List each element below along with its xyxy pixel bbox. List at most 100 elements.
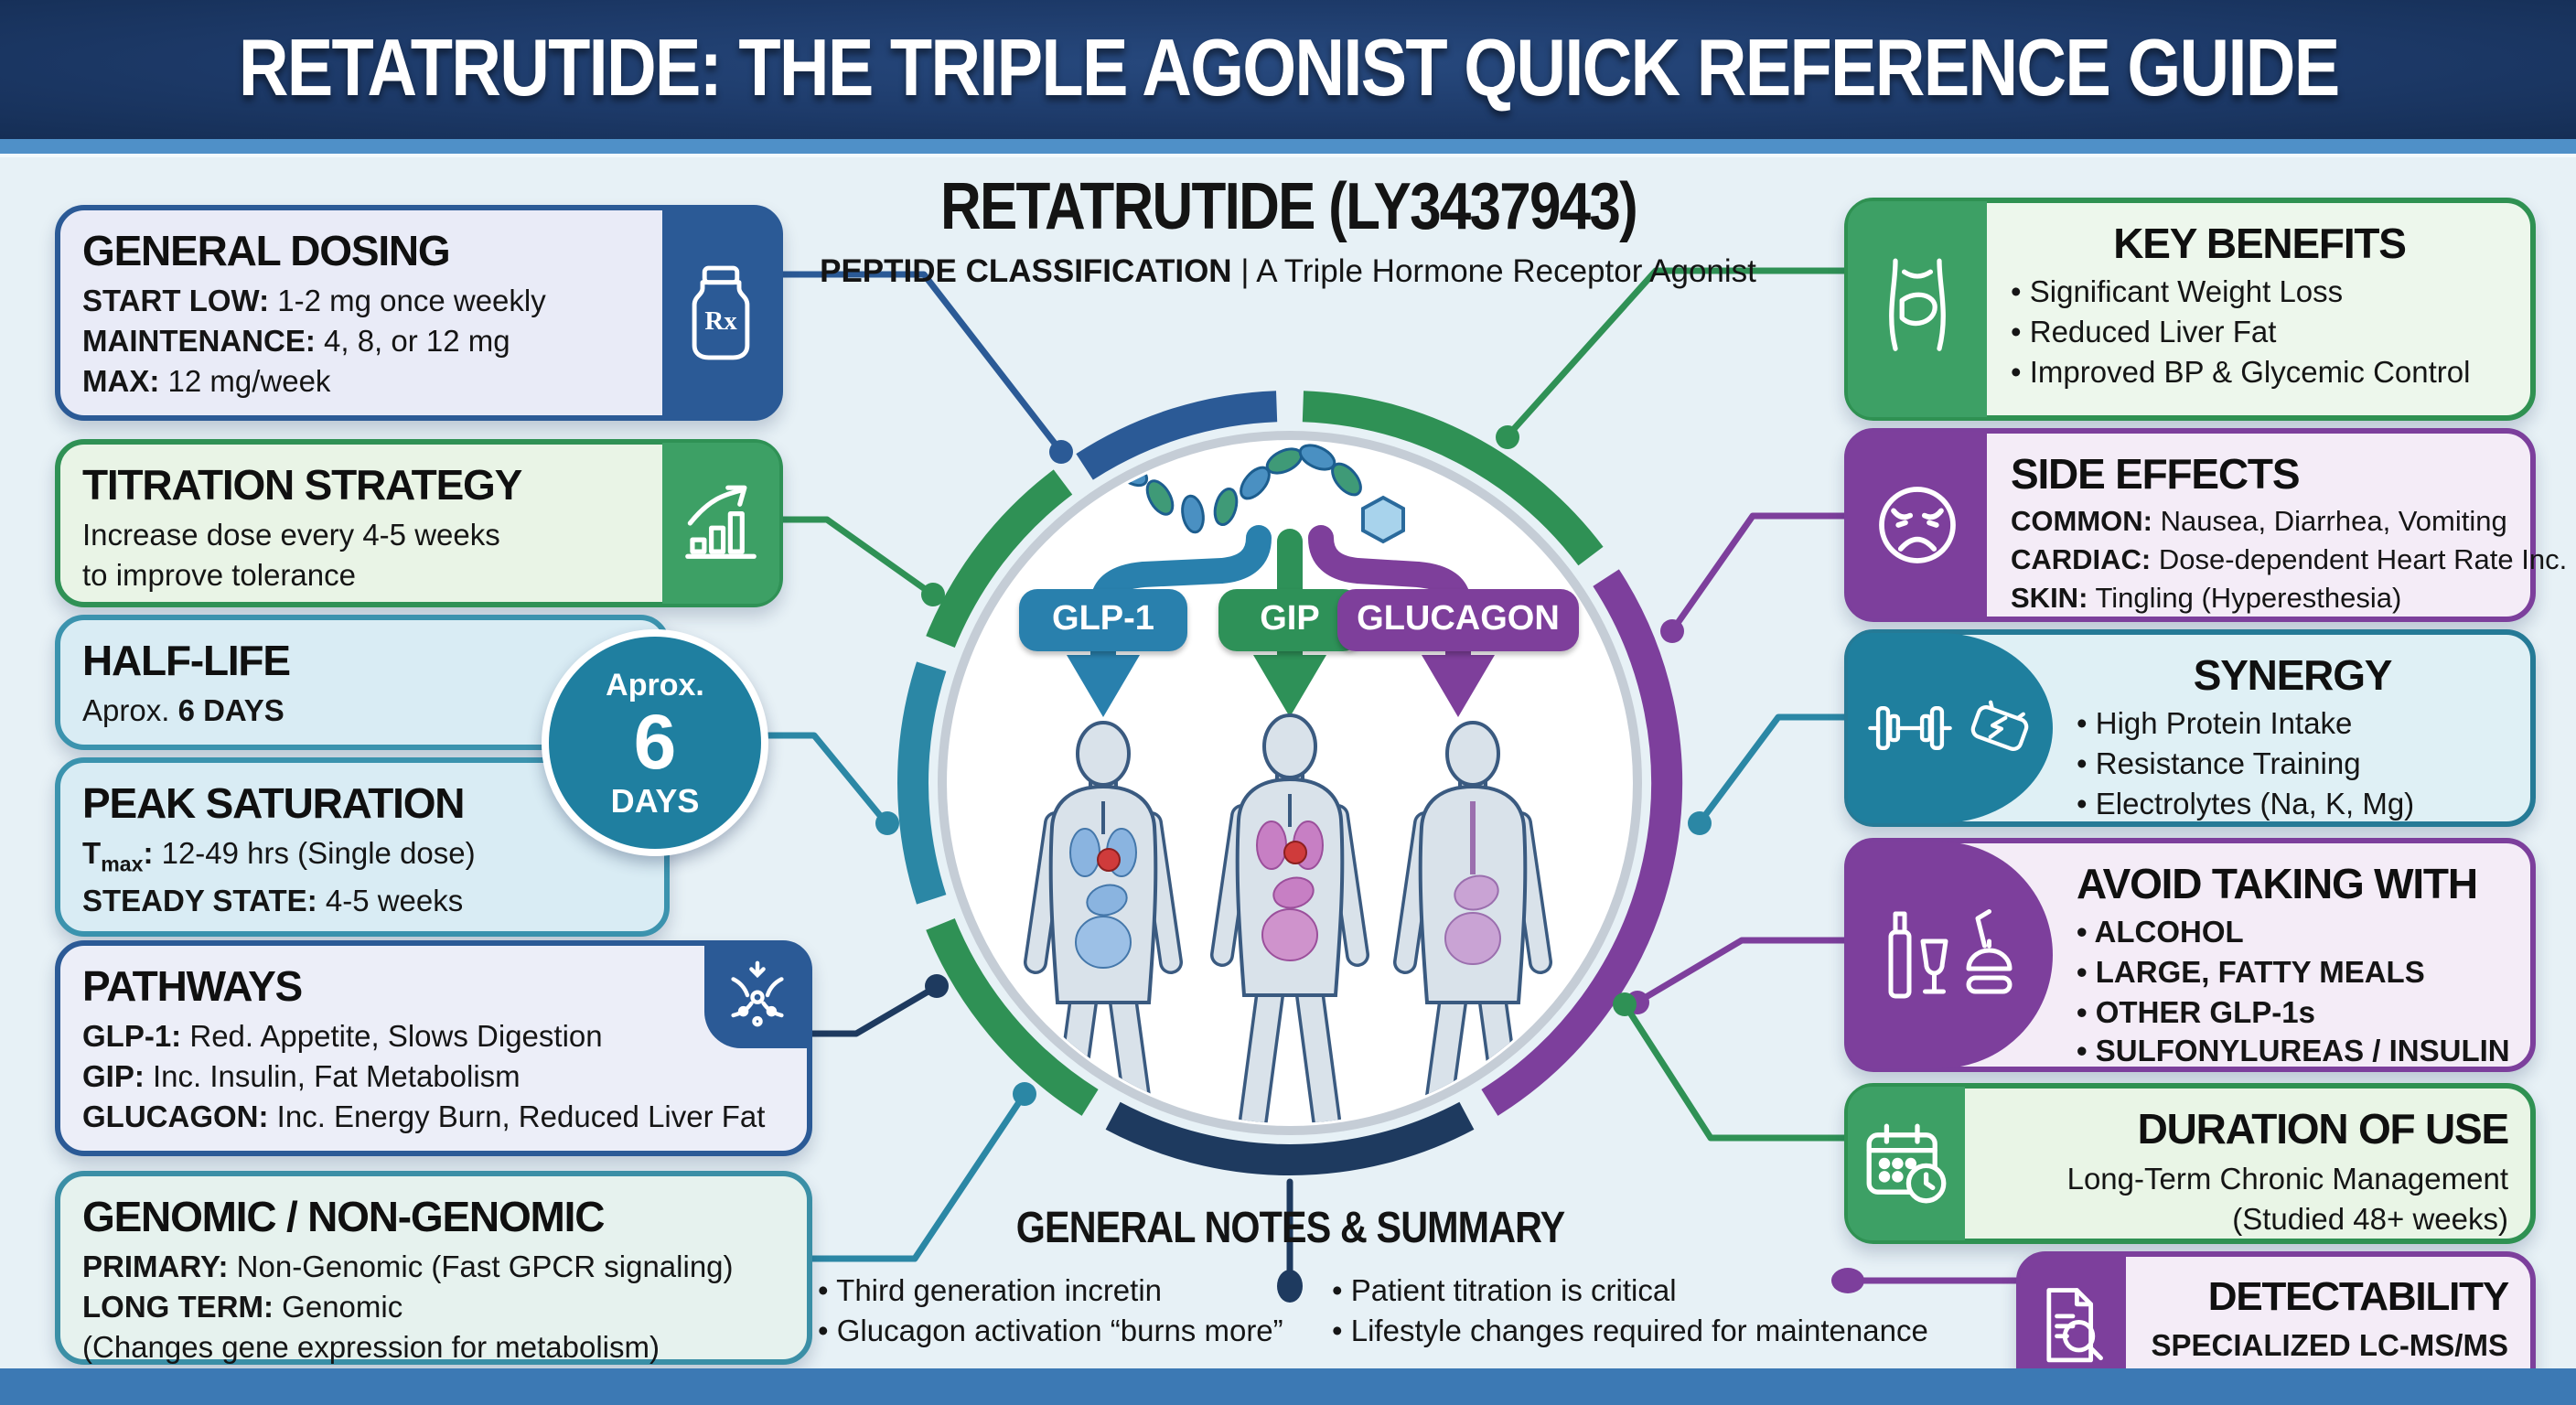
- general-notes-title: GENERAL NOTES & SUMMARY: [805, 1204, 1775, 1255]
- panel-peak-text: PEAK SATURATION Tmax: 12-49 hrs (Single …: [60, 763, 664, 931]
- panel-avoid-text: AVOID TAKING WITH ALCOHOL LARGE, FATTY M…: [2055, 843, 2530, 1069]
- panel-pathways-title: PATHWAYS: [82, 962, 303, 1010]
- classification-label: PEPTIDE CLASSIFICATION: [820, 252, 1232, 289]
- badge-aprox: Aprox.: [606, 667, 704, 702]
- panel-duration-text: DURATION OF USE Long-Term Chronic Manage…: [1967, 1089, 2530, 1239]
- general-notes-column-2: Patient titration is critical Lifestyle …: [1332, 1273, 1928, 1353]
- benefit-item: Significant Weight Loss: [2011, 274, 2508, 315]
- panel-key-benefits-text: KEY BENEFITS Significant Weight Loss Red…: [1989, 203, 2530, 415]
- panel-peak-title: PEAK SATURATION: [82, 779, 466, 827]
- panel-avoid-taking-with: AVOID TAKING WITH ALCOHOL LARGE, FATTY M…: [1844, 838, 2536, 1072]
- panel-duration-of-use: DURATION OF USE Long-Term Chronic Manage…: [1844, 1083, 2536, 1244]
- panel-duration-title: DURATION OF USE: [2137, 1105, 2510, 1153]
- energy-bar-icon: [1970, 700, 2029, 751]
- classification-value: A Triple Hormone Receptor Agonist: [1256, 252, 1756, 289]
- panel-general-dosing-text: GENERAL DOSING START LOW: 1-2 mg once we…: [60, 210, 778, 415]
- dosing-line: START LOW: 1-2 mg once weekly: [82, 285, 546, 318]
- pathways-line: GLP-1: Red. Appetite, Slows Digestion: [82, 1021, 603, 1054]
- page-title-text: RETATRUTIDE: THE TRIPLE AGONIST QUICK RE…: [238, 24, 2339, 113]
- header-accent-strip: [0, 139, 2576, 157]
- footer-bar: [0, 1368, 2576, 1405]
- body-liver-icon: [1848, 201, 1987, 417]
- panel-pathways: PATHWAYS GLP-1: Red. Appetite, Slows Dig…: [55, 940, 812, 1156]
- note-item: Third generation incretin: [818, 1273, 1283, 1314]
- drug-name: RETATRUTIDE (LY3437943): [739, 168, 1837, 245]
- alcohol-food-icon: [1848, 842, 2053, 1068]
- panel-side-effects-text: SIDE EFFECTS COMMON: Nausea, Diarrhea, V…: [1989, 434, 2568, 617]
- general-notes-column-1: Third generation incretin Glucagon activ…: [818, 1273, 1283, 1353]
- side-effect-line: SKIN: Tingling (Hyperesthesia): [2011, 583, 2402, 615]
- avoid-item: ALCOHOL: [2077, 915, 2508, 955]
- half-life-line: Aprox. 6 DAYS: [82, 695, 284, 728]
- note-item: Patient titration is critical: [1332, 1273, 1928, 1314]
- general-notes-title-text: GENERAL NOTES & SUMMARY: [1015, 1204, 1564, 1253]
- connector-lines: [748, 267, 2020, 1303]
- avoid-item: LARGE, FATTY MEALS: [2077, 955, 2508, 995]
- panel-genomic-text: GENOMIC / NON-GENOMIC PRIMARY: Non-Genom…: [60, 1176, 807, 1365]
- dumbbell-icon: [1868, 706, 1952, 750]
- hormone-ring: [897, 391, 1683, 1176]
- panel-detectability-title: DETECTABILITY: [2207, 1273, 2509, 1319]
- growth-chart-icon: [662, 443, 779, 604]
- dosing-line: MAX: 12 mg/week: [82, 366, 331, 400]
- steady-state-line: STEADY STATE: 4-5 weeks: [82, 885, 464, 918]
- panel-synergy: SYNERGY High Protein Intake Resistance T…: [1844, 629, 2536, 827]
- arrowheads: [1067, 655, 1495, 717]
- panel-side-effects: SIDE EFFECTS COMMON: Nausea, Diarrhea, V…: [1844, 428, 2568, 622]
- hormone-pill-glp1: GLP-1: [1019, 589, 1187, 651]
- panel-general-dosing: GENERAL DOSING START LOW: 1-2 mg once we…: [55, 205, 783, 421]
- panel-titration-text: TITRATION STRATEGY Increase dose every 4…: [60, 445, 778, 602]
- avoid-item: OTHER GLP-1s: [2077, 994, 2508, 1035]
- panel-key-benefits: KEY BENEFITS Significant Weight Loss Red…: [1844, 198, 2536, 421]
- rx-bottle-icon: Rx: [662, 209, 779, 417]
- titration-line: Increase dose every 4-5 weeks: [82, 520, 500, 552]
- genomic-line: (Changes gene expression for metabolism): [82, 1332, 660, 1366]
- peptide-chain-icon: [1112, 444, 1405, 544]
- hormone-pill-glucagon: GLUCAGON: [1337, 589, 1579, 651]
- genomic-line: LONG TERM: Genomic: [82, 1292, 403, 1325]
- duration-line: Long-Term Chronic Management: [2066, 1164, 2508, 1196]
- synergy-icons: [1848, 633, 2053, 823]
- svg-text:Rx: Rx: [704, 306, 737, 336]
- human-figure-gip: [1210, 713, 1369, 1123]
- six-days-badge: Aprox. 6 DAYS: [542, 629, 768, 856]
- panel-genomic: GENOMIC / NON-GENOMIC PRIMARY: Non-Genom…: [55, 1171, 812, 1365]
- benefit-item: Improved BP & Glycemic Control: [2011, 354, 2508, 394]
- genomic-line: PRIMARY: Non-Genomic (Fast GPCR signalin…: [82, 1251, 734, 1284]
- panel-half-life-title: HALF-LIFE: [82, 637, 291, 684]
- tmax-line: Tmax: 12-49 hrs (Single dose): [82, 838, 476, 877]
- badge-days: DAYS: [610, 782, 700, 819]
- classification-separator: |: [1231, 252, 1257, 289]
- side-effect-line: CARDIAC: Dose-dependent Heart Rate Inc.: [2011, 544, 2568, 576]
- panel-synergy-text: SYNERGY High Protein Intake Resistance T…: [2055, 635, 2530, 821]
- calendar-clock-icon: [1848, 1087, 1965, 1240]
- panel-general-dosing-title: GENERAL DOSING: [82, 227, 451, 274]
- panel-key-benefits-title: KEY BENEFITS: [2113, 220, 2407, 267]
- distressed-face-icon: [1848, 432, 1987, 618]
- note-item: Lifestyle changes required for maintenan…: [1332, 1314, 1928, 1354]
- drug-name-text: RETATRUTIDE (LY3437943): [939, 168, 1637, 243]
- dosing-line: MAINTENANCE: 4, 8, or 12 mg: [82, 326, 510, 359]
- panel-titration-title: TITRATION STRATEGY: [82, 461, 522, 509]
- title-bar: RETATRUTIDE: THE TRIPLE AGONIST QUICK RE…: [0, 0, 2576, 139]
- pathways-line: GIP: Inc. Insulin, Fat Metabolism: [82, 1061, 521, 1095]
- pathways-line: GLUCAGON: Inc. Energy Burn, Reduced Live…: [82, 1101, 766, 1135]
- synergy-item: Resistance Training: [2077, 746, 2508, 787]
- synergy-item: High Protein Intake: [2077, 706, 2508, 746]
- panel-avoid-title: AVOID TAKING WITH: [2077, 860, 2478, 907]
- benefit-item: Reduced Liver Fat: [2011, 315, 2508, 355]
- panel-titration-strategy: TITRATION STRATEGY Increase dose every 4…: [55, 439, 783, 607]
- titration-line: to improve tolerance: [82, 560, 356, 594]
- page-title: RETATRUTIDE: THE TRIPLE AGONIST QUICK RE…: [67, 24, 2508, 115]
- panel-genomic-title: GENOMIC / NON-GENOMIC: [82, 1193, 605, 1240]
- avoid-item: SULFONYLUREAS / INSULIN: [2077, 1035, 2510, 1075]
- panel-half-life-text: HALF-LIFE Aprox. 6 DAYS: [60, 620, 664, 745]
- receptor-pathways-icon: [704, 942, 810, 1048]
- synergy-item: Electrolytes (Na, K, Mg): [2077, 786, 2508, 826]
- panel-side-effects-title: SIDE EFFECTS: [2011, 450, 2301, 498]
- note-item: Glucagon activation “burns more”: [818, 1314, 1283, 1354]
- side-effect-line: COMMON: Nausea, Diarrhea, Vomiting: [2011, 507, 2507, 538]
